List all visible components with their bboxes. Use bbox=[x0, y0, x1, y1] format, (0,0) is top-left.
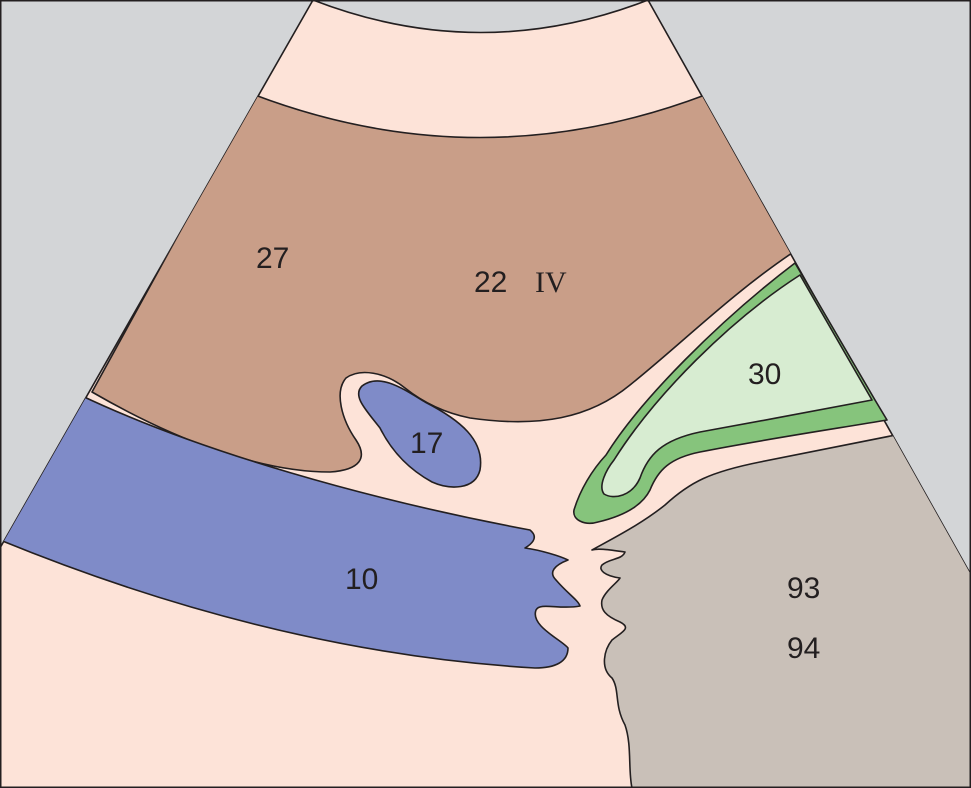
small-vessel bbox=[357, 380, 482, 488]
label-liver-left: 27 bbox=[256, 242, 289, 275]
stomach-region bbox=[591, 419, 971, 788]
gallbladder-lumen bbox=[601, 274, 873, 498]
label-small-vessel: 17 bbox=[410, 427, 443, 460]
label-liver-center: 22 bbox=[474, 266, 507, 299]
label-region-lower: 94 bbox=[787, 632, 820, 665]
label-liver-segment: IV bbox=[535, 266, 567, 299]
label-region-upper: 93 bbox=[787, 572, 820, 605]
liver-region bbox=[91, 94, 793, 473]
label-gallbladder: 30 bbox=[748, 358, 781, 391]
label-large-vessel: 10 bbox=[345, 563, 378, 596]
large-vessel bbox=[0, 394, 581, 669]
